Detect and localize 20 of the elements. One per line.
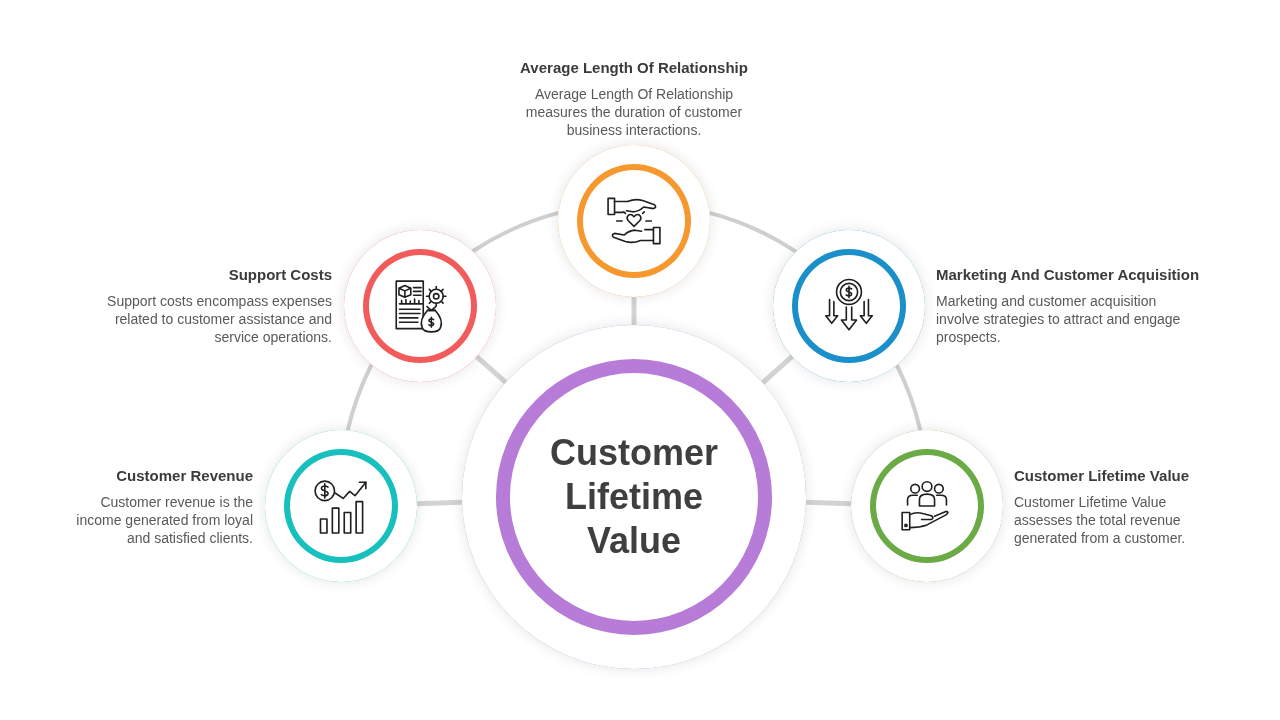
node-heading: Support Costs xyxy=(228,265,332,285)
node-heading: Customer Revenue xyxy=(116,466,253,486)
connector-line xyxy=(475,354,508,385)
node-description: Average Length Of Relationship measures the duration of customer business interactions. xyxy=(524,85,744,139)
node-heading: Customer Lifetime Value xyxy=(1014,466,1190,486)
node-description: Marketing and customer acquisition involve strategies to attract and engage prospects. xyxy=(936,292,1182,346)
connector-arc xyxy=(894,364,923,431)
connector-arc xyxy=(345,363,374,431)
node-description: Support costs encompass expenses related to customer assistance and service operations. xyxy=(106,292,332,346)
node-description: Customer revenue is the income generated from loyal and satisfied clients. xyxy=(75,493,253,547)
connector-line xyxy=(416,499,463,507)
connector-line xyxy=(760,354,794,385)
connector-line xyxy=(631,297,637,325)
connector-line xyxy=(805,499,852,507)
center-title: Customer Lifetime Value xyxy=(549,431,719,563)
connector-arc xyxy=(471,210,560,253)
node-heading: Average Length Of Relationship xyxy=(520,58,748,78)
node-description: Customer Lifetime Value assesses the total revenue generated from a customer. xyxy=(1014,493,1187,547)
node-heading: Marketing And Customer Acquisition xyxy=(936,265,1200,285)
connector-arc xyxy=(708,210,797,254)
